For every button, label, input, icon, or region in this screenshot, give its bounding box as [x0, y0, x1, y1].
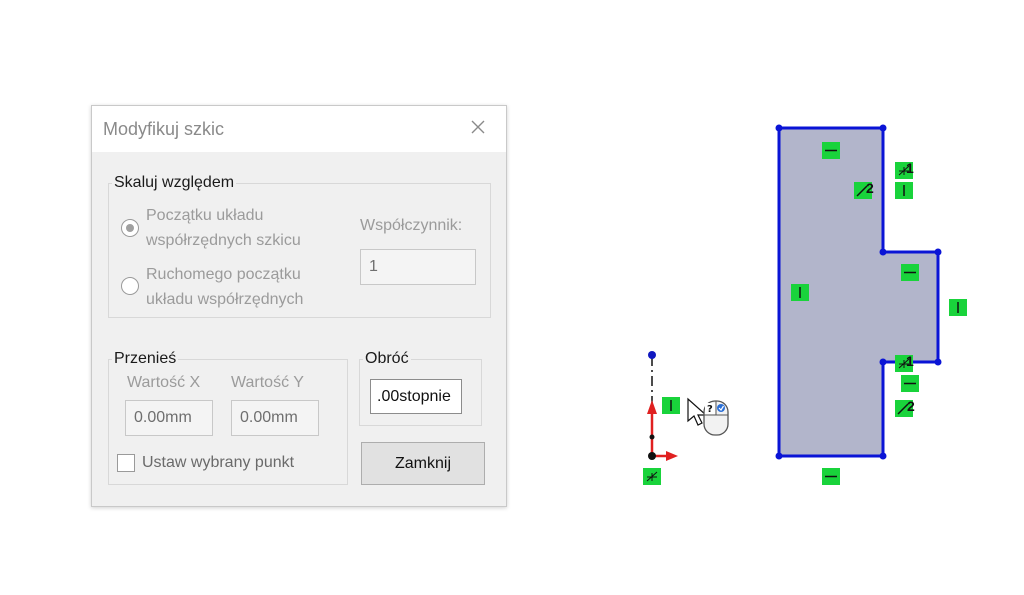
rotate-group	[359, 359, 482, 426]
vertical-relation-icon[interactable]	[949, 299, 967, 316]
rotate-angle-value: .00stopnie	[377, 387, 451, 405]
close-icon[interactable]	[468, 117, 488, 137]
relation-count-label: 2	[866, 180, 874, 196]
axis-mid-point	[649, 434, 655, 440]
move-group	[108, 359, 348, 485]
dialog-titlebar: Modyfikuj szkic	[92, 106, 506, 152]
collinear-relation-icon[interactable]	[895, 400, 913, 417]
dialog-title: Modyfikuj szkic	[103, 119, 225, 139]
rotate-angle-input[interactable]: .00stopnie	[370, 379, 462, 414]
vertical-relation-icon[interactable]	[895, 182, 913, 199]
sketch-profile-fill	[779, 128, 938, 456]
radio-moving-origin-label-line1: Ruchomego początku	[146, 266, 301, 283]
horizontal-relation-icon[interactable]	[822, 142, 840, 159]
vertical-relation-icon[interactable]	[791, 284, 809, 301]
coincident-relation-icon[interactable]	[895, 355, 913, 372]
vertical-relation-icon[interactable]	[662, 397, 680, 414]
x-value-input[interactable]: 0.00mm	[125, 400, 213, 436]
relation-count-label: 1	[906, 353, 914, 369]
relation-count-label: 1	[906, 160, 914, 176]
collinear-relation-icon[interactable]	[854, 182, 872, 199]
radio-sketch-origin-label-line2: współrzędnych szkicu	[146, 232, 301, 249]
y-value-input[interactable]: 0.00mm	[231, 400, 319, 436]
svg-text:?: ?	[707, 404, 713, 415]
y-axis-arrowhead	[647, 400, 657, 414]
sketch-endpoints[interactable]	[775, 124, 942, 460]
coincident-relation-icon[interactable]	[895, 162, 913, 179]
y-value: 0.00mm	[240, 409, 298, 426]
radio-sketch-origin[interactable]	[121, 219, 139, 237]
modify-sketch-dialog: Modyfikuj szkic Skaluj względem Początku…	[91, 105, 507, 507]
close-button-label: Zamknij	[394, 454, 451, 472]
close-button[interactable]: Zamknij	[361, 442, 485, 485]
x-value-label: Wartość X	[127, 374, 201, 391]
horizontal-relation-icon[interactable]	[822, 468, 840, 485]
scale-factor-value: 1	[369, 258, 378, 275]
horizontal-relation-icon[interactable]	[901, 375, 919, 392]
set-selected-point-label: Ustaw wybrany punkt	[142, 454, 295, 471]
scale-group	[108, 183, 491, 318]
y-value-label: Wartość Y	[231, 374, 304, 391]
rotate-group-legend: Obróć	[363, 350, 411, 368]
origin-point[interactable]	[648, 452, 656, 460]
scale-group-legend: Skaluj względem	[112, 174, 237, 192]
x-axis-arrowhead	[666, 451, 678, 461]
radio-sketch-origin-label-line1: Początku układu	[146, 207, 264, 224]
horizontal-relation-icon[interactable]	[901, 264, 919, 281]
move-group-legend: Przenieś	[112, 350, 179, 368]
relation-count-label: 2	[907, 398, 915, 414]
coincident-relation-icon[interactable]	[643, 468, 661, 485]
radio-moving-origin-label-line2: układu współrzędnych	[146, 291, 304, 308]
x-value: 0.00mm	[134, 409, 192, 426]
scale-factor-input[interactable]: 1	[360, 249, 476, 285]
radio-moving-origin[interactable]	[121, 277, 139, 295]
set-selected-point-checkbox[interactable]	[117, 454, 135, 472]
axis-top-point[interactable]	[648, 351, 656, 359]
mouse-cursor-icon: ?	[687, 397, 729, 436]
scale-factor-label: Współczynnik:	[360, 217, 463, 234]
